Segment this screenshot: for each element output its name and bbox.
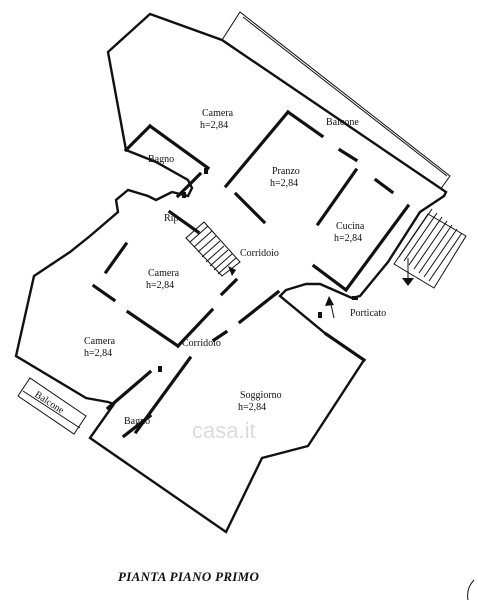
room-name: Bagno (124, 416, 150, 427)
room-name: Camera (84, 336, 116, 347)
room-name: Soggiorno (240, 390, 282, 401)
room-name: Camera (202, 108, 234, 119)
room-name: Corridoio (182, 338, 221, 349)
room-corridoio-bottom: Corridoio (182, 338, 221, 349)
room-name: Rip. (164, 213, 181, 224)
room-height: h=2,84 (238, 402, 266, 413)
room-bagno-bottom: Bagno (124, 416, 150, 427)
room-rip: Rip. (164, 213, 181, 224)
room-porticato: Porticato (350, 308, 386, 319)
room-name: Camera (148, 268, 180, 279)
room-name: Corridoio (240, 248, 279, 259)
room-camera-mid: Camera h=2,84 (146, 268, 180, 291)
corner-mark (467, 579, 475, 600)
room-height: h=2,84 (270, 178, 298, 189)
room-height: h=2,84 (200, 120, 228, 131)
room-balcone-left: Balcone (32, 389, 66, 416)
exterior-stairs (393, 208, 467, 289)
room-name: Pranzo (272, 166, 300, 177)
balcony-left-outline (17, 377, 87, 435)
room-name: Bagno (148, 154, 174, 165)
room-soggiorno: Soggiorno h=2,84 (238, 390, 282, 413)
room-pranzo: Pranzo h=2,84 (270, 166, 300, 189)
room-camera-left: Camera h=2,84 (84, 336, 116, 359)
room-height: h=2,84 (146, 280, 174, 291)
room-name: Balcone (326, 117, 359, 128)
room-height: h=2,84 (84, 348, 112, 359)
entrance-arrow (325, 296, 335, 319)
interior-stairs (185, 221, 241, 277)
room-bagno-top: Bagno (148, 154, 174, 165)
room-cucina: Cucina h=2,84 (334, 221, 365, 244)
room-balcone-top: Balcone (326, 117, 359, 128)
interior-walls (91, 109, 411, 439)
room-name: Porticato (350, 308, 386, 319)
room-corridoio-top: Corridoio (240, 248, 279, 259)
wall-stubs (158, 168, 358, 372)
watermark: casa.it (192, 418, 256, 443)
room-camera-top: Camera h=2,84 (200, 108, 234, 131)
room-height: h=2,84 (334, 233, 362, 244)
room-name: Cucina (336, 221, 365, 232)
plan-title: PIANTA PIANO PRIMO (118, 569, 260, 584)
room-name: Balcone (32, 389, 66, 416)
